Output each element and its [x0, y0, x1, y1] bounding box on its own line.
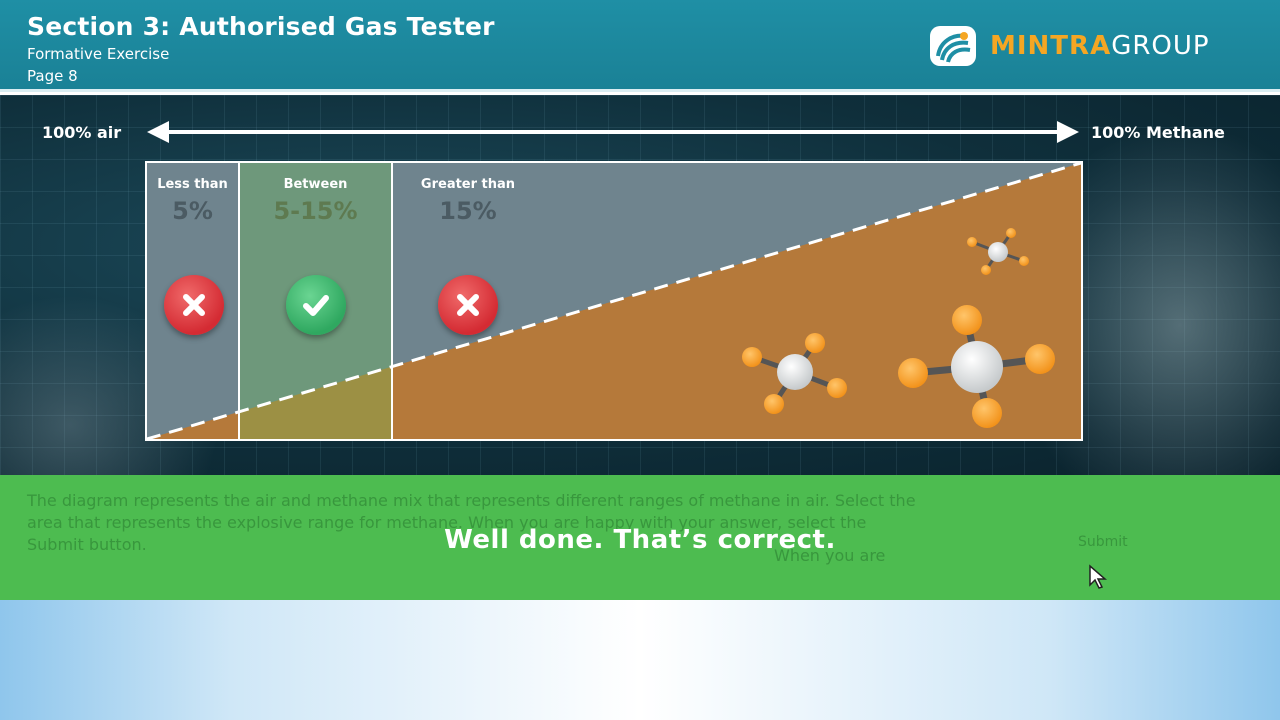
methane-molecule-icon	[742, 333, 847, 414]
correct-badge[interactable]	[286, 275, 346, 335]
scale-right-label: 100% Methane	[1091, 123, 1225, 142]
zone-greater-than-15[interactable]: Greater than 15%	[393, 163, 543, 439]
page-subtitle: Formative Exercise	[27, 45, 170, 63]
cross-icon	[183, 294, 205, 316]
methane-molecule-icon	[898, 305, 1055, 428]
zone-heading: Less than	[157, 177, 228, 192]
header-bar: Section 3: Authorised Gas Tester Formati…	[0, 0, 1280, 92]
concentration-scale: 100% air 100% Methane	[0, 117, 1280, 147]
logo-text-mintra: MINTRA	[990, 31, 1112, 61]
zone-heading: Greater than	[420, 177, 516, 192]
logo-text: MINTRAGROUP	[990, 31, 1210, 61]
page-title: Section 3: Authorised Gas Tester	[27, 12, 495, 41]
double-arrow-icon	[147, 121, 1079, 143]
logo-text-group: GROUP	[1111, 31, 1210, 61]
instructions-text-tail: When you are	[774, 546, 886, 565]
zone-between-5-15[interactable]: Between 5-15%	[240, 163, 393, 439]
feedback-message: Well done. That’s correct.	[444, 525, 836, 555]
mintra-logo: MINTRAGROUP	[928, 24, 1210, 68]
zone-value: 5%	[172, 197, 213, 225]
cross-icon	[457, 294, 479, 316]
mintra-logo-icon	[930, 26, 976, 66]
bottom-bar	[0, 600, 1280, 720]
incorrect-badge[interactable]	[438, 275, 498, 335]
scale-left-label: 100% air	[42, 123, 122, 142]
mix-boundary-line	[147, 163, 1081, 439]
instructions-text: The diagram represents the air and metha…	[27, 491, 916, 554]
check-icon	[303, 295, 329, 316]
zone-value: 5-15%	[273, 197, 358, 225]
incorrect-badge[interactable]	[164, 275, 224, 335]
gas-mix-diagram: Less than 5% Between 5-15% Greater than …	[145, 161, 1083, 441]
cursor-icon	[1089, 564, 1108, 589]
feedback-panel: The diagram represents the air and metha…	[0, 475, 1280, 600]
page-number: Page 8	[27, 67, 78, 85]
zone-less-than-5[interactable]: Less than 5%	[147, 163, 240, 439]
methane-molecule-icon	[967, 228, 1029, 275]
submit-button[interactable]: Submit	[1078, 534, 1128, 550]
zone-value: 15%	[439, 197, 497, 225]
diagram-area: 100% air 100% Methane	[0, 95, 1280, 475]
zone-heading: Between	[283, 177, 348, 192]
